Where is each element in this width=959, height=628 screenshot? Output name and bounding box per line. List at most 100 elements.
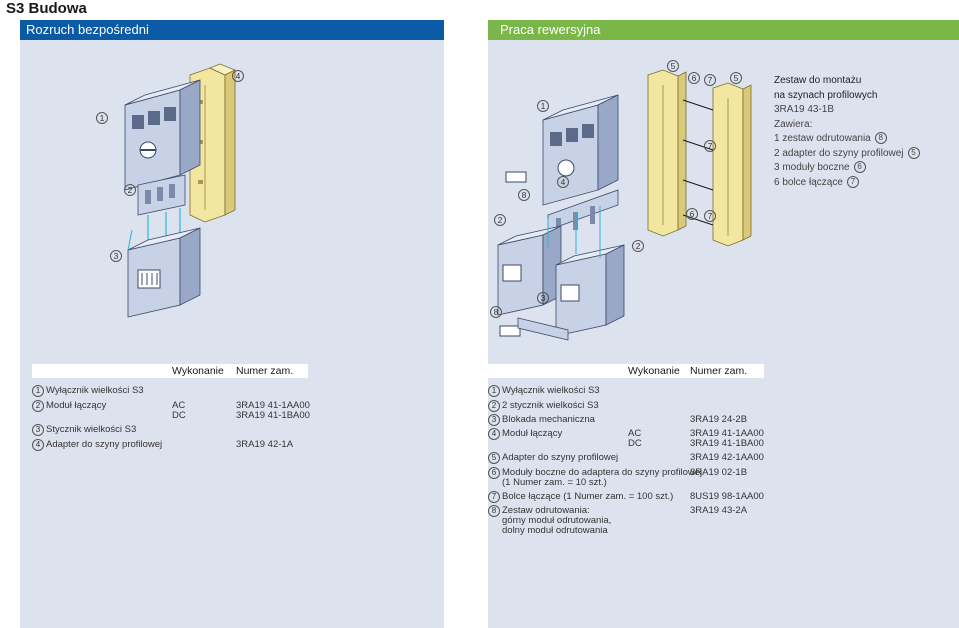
item-variant: DC xyxy=(628,438,642,449)
header-variant: Wykonanie xyxy=(628,365,680,377)
item-number-callout: 3 xyxy=(32,424,44,436)
item-number-callout: 5 xyxy=(488,452,500,464)
wiring-kit-bottom-graphic xyxy=(499,317,569,341)
callout-7b-right: 7 xyxy=(704,140,716,152)
item-order-number: 3RA19 41-1AA00 xyxy=(236,400,310,411)
callout-6a-right: 6 xyxy=(688,72,700,84)
item-order-number: 3RA19 24-2B xyxy=(690,414,748,425)
table-row: górny moduł odrutowania, xyxy=(488,515,818,527)
contactor-left-right-graphic xyxy=(497,225,562,316)
item-number-callout: 1 xyxy=(488,385,500,397)
callout-3-right: 3 xyxy=(537,292,549,304)
kit-ref-callout: 8 xyxy=(874,132,887,145)
item-description: Moduły boczne do adaptera do szyny profi… xyxy=(502,467,703,478)
item-order-number: 3RA19 41-1AA00 xyxy=(690,428,764,439)
callout-5b-right: 5 xyxy=(730,72,742,84)
item-number-callout: 6 xyxy=(488,467,500,479)
item-number-callout: 2 xyxy=(488,400,500,412)
header-order-number: Numer zam. xyxy=(236,365,294,377)
item-order-number: 3RA19 42-1AA00 xyxy=(690,452,764,463)
circuit-breaker-graphic xyxy=(124,79,201,191)
callout-3-left: 3 xyxy=(110,250,122,262)
header-variant: Wykonanie xyxy=(172,365,224,377)
item-order-number: 8US19 98-1AA00 xyxy=(690,491,764,502)
item-description: Moduł łączący xyxy=(502,428,563,439)
item-description: Stycznik wielkości S3 xyxy=(46,424,137,435)
contactor-right-right-graphic xyxy=(555,244,625,337)
circuit-breaker-right-graphic xyxy=(542,94,619,206)
item-description: (1 Numer zam. = 10 szt.) xyxy=(502,477,607,488)
item-variant: DC xyxy=(172,410,186,421)
section-header-reversing: Praca rewersyjna xyxy=(488,20,959,40)
kit-title-line2: na szynach profilowych xyxy=(774,89,878,101)
reversing-assembly-illustration xyxy=(497,69,752,341)
item-number-callout: 8 xyxy=(488,505,500,517)
direct-start-assembly-illustration xyxy=(124,63,236,318)
callout-2b-right: 2 xyxy=(632,240,644,252)
header-order-number: Numer zam. xyxy=(690,365,748,377)
item-variant: AC xyxy=(628,428,642,439)
connecting-module-graphic xyxy=(137,174,186,216)
kit-code: 3RA19 43-1B xyxy=(774,104,835,115)
item-order-number: 3RA19 41-1BA00 xyxy=(236,410,310,421)
item-description: Adapter do szyny profilowej xyxy=(46,439,163,450)
callout-8a-right: 8 xyxy=(518,189,530,201)
contactor-graphic xyxy=(127,227,201,318)
callout-4-left: 4 xyxy=(232,70,244,82)
rail-adapter-left-right-graphic xyxy=(647,69,687,237)
table-row: DC 3RA19 41-1BA00 xyxy=(488,438,818,450)
item-description: Blokada mechaniczna xyxy=(502,414,595,425)
section-header-direct-start: Rozruch bezpośredni xyxy=(20,20,444,40)
item-number-callout: 7 xyxy=(488,491,500,503)
item-description: Zestaw odrutowania: xyxy=(502,505,590,516)
right-table-header: Wykonanie Numer zam. xyxy=(488,364,764,378)
callout-1-right: 1 xyxy=(537,100,549,112)
table-row: (1 Numer zam. = 10 szt.) xyxy=(488,477,818,489)
item-description: dolny moduł odrutowania xyxy=(502,525,608,536)
item-order-number: 3RA19 43-2A xyxy=(690,505,748,516)
callout-2-left: 2 xyxy=(124,184,136,196)
item-order-number: 3RA19 02-1B xyxy=(690,467,748,478)
table-row: dolny moduł odrutowania xyxy=(488,525,818,537)
item-description: Moduł łączący xyxy=(46,400,107,411)
item-order-number: 3RA19 42-1A xyxy=(236,439,294,450)
kit-ref-callout: 5 xyxy=(907,146,920,159)
table-row: DC 3RA19 41-1BA00 xyxy=(32,410,362,422)
kit-ref-callout: 7 xyxy=(846,175,859,188)
kit-ref-callout: 6 xyxy=(853,161,866,174)
item-description: Bolce łączące (1 Numer zam. = 100 szt.) xyxy=(502,491,674,502)
item-order-number: 3RA19 41-1BA00 xyxy=(690,438,764,449)
callout-8b-right: 8 xyxy=(490,306,502,318)
item-number-callout: 4 xyxy=(32,439,44,451)
item-number-callout: 4 xyxy=(488,428,500,440)
callout-7c-right: 7 xyxy=(704,210,716,222)
page-title: S3 Budowa xyxy=(6,0,87,17)
callout-6b-right: 6 xyxy=(686,208,698,220)
item-number-callout: 2 xyxy=(32,400,44,412)
item-description: Wyłącznik wielkości S3 xyxy=(502,385,600,396)
callout-2a-right: 2 xyxy=(494,214,506,226)
callout-4-right: 4 xyxy=(557,176,569,188)
item-description: Wyłącznik wielkości S3 xyxy=(46,385,144,396)
item-description: górny moduł odrutowania, xyxy=(502,515,612,526)
kit-contains: Zawiera: xyxy=(774,118,813,130)
item-variant: AC xyxy=(172,400,186,411)
item-description: 2 stycznik wielkości S3 xyxy=(502,400,599,411)
callout-1-left: 1 xyxy=(96,112,108,124)
kit-title-line1: Zestaw do montażu xyxy=(774,75,862,86)
rail-mounting-kit-info: Zestaw do montażu na szynach profilowych… xyxy=(774,74,920,190)
left-table-header: Wykonanie Numer zam. xyxy=(32,364,308,378)
